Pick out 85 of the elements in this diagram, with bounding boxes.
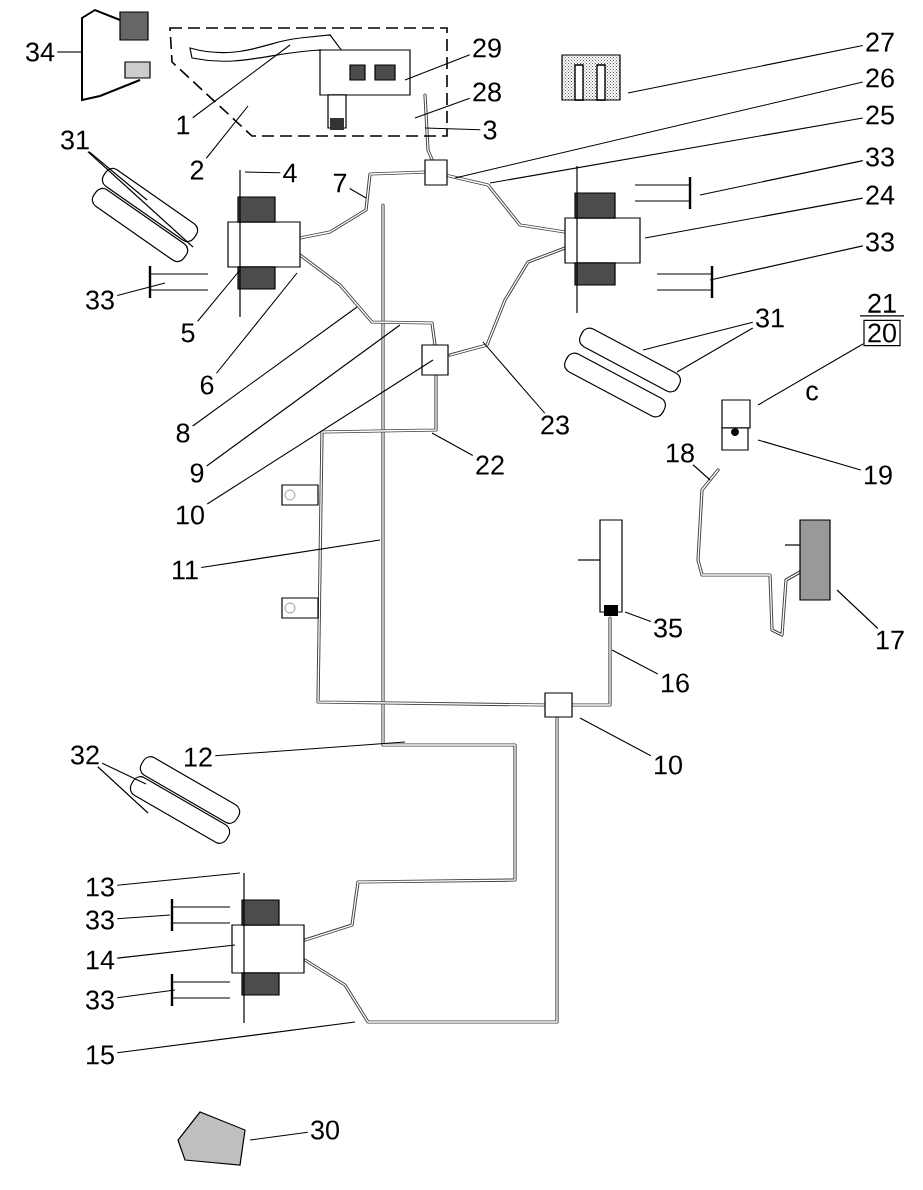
callout-number: 14 (87, 950, 115, 970)
callout-number: 33 (866, 147, 894, 167)
leader-line (836, 589, 879, 630)
callout-number: 16 (662, 673, 689, 693)
leader-line (709, 245, 864, 281)
callout-number: 27 (866, 32, 894, 52)
callout-number: 2 (190, 160, 204, 180)
part-number: 21 (868, 293, 896, 313)
callout-number: 18 (667, 443, 694, 463)
callout-number: 9 (190, 463, 204, 483)
callout-number: 7 (333, 173, 347, 193)
leader-line (489, 117, 864, 184)
callout-number: 1 (177, 115, 190, 135)
leader-line (642, 321, 754, 351)
callout-number: 31 (756, 308, 784, 328)
leader-line (97, 766, 149, 814)
leader-line (579, 717, 652, 757)
callout-number: 35 (654, 618, 682, 638)
callout-number: 11 (173, 560, 198, 580)
callout-number: 26 (866, 68, 894, 88)
leader-line (87, 151, 194, 248)
leader-line (116, 282, 166, 297)
leader-line (56, 51, 83, 53)
callout-number: 17 (877, 630, 904, 650)
callout-number: 25 (866, 105, 894, 125)
leader-line (101, 762, 147, 785)
callout-number: 13 (87, 877, 114, 897)
callout-number: 33 (86, 290, 114, 310)
leader-line (192, 44, 291, 119)
callout-number: 3 (483, 120, 497, 140)
callout-number: 29 (473, 38, 501, 58)
leader-line (699, 160, 864, 196)
leader-line (424, 127, 481, 131)
leader-line (197, 269, 241, 322)
leader-line (88, 151, 148, 201)
leader-line (454, 81, 864, 179)
leader-line (206, 359, 434, 505)
callout-number: 32 (71, 745, 99, 765)
callout-number: 28 (473, 82, 501, 102)
leader-line (431, 432, 474, 457)
leader-line (349, 188, 367, 199)
leader-line (404, 54, 471, 81)
leader-line (244, 171, 281, 174)
leader-line (757, 439, 862, 471)
port-letter: c (806, 385, 819, 401)
leader-line (200, 539, 381, 569)
callout-number: 31 (61, 130, 89, 150)
callout-number: 6 (200, 375, 214, 395)
leader-line (611, 649, 659, 675)
leader-line (206, 324, 401, 467)
leader-line (644, 197, 864, 239)
leader-line (116, 914, 171, 920)
leader-line (116, 1021, 356, 1054)
callout-number: 5 (181, 323, 195, 343)
leader-line (215, 272, 298, 374)
callout-number: 33 (86, 990, 114, 1010)
callout-number: 34 (26, 42, 55, 62)
leader-line (757, 343, 864, 406)
leader-line (676, 327, 754, 373)
leader-line (205, 105, 249, 159)
leader-line (627, 44, 864, 94)
callout-number: 10 (177, 505, 204, 525)
leader-line (482, 341, 546, 414)
leader-line (692, 464, 711, 481)
callout-number: 30 (311, 1120, 339, 1140)
callout-number: 4 (283, 163, 297, 183)
callout-number: 19 (865, 465, 892, 485)
leader-line (116, 989, 176, 999)
callout-number: 33 (86, 910, 114, 930)
callout-number: 12 (185, 747, 212, 767)
callout-number: 10 (655, 755, 682, 775)
leader-line (116, 872, 241, 886)
boxed-callout-number: 20 (863, 319, 901, 347)
leader-line (116, 944, 236, 959)
leader-line (624, 611, 652, 623)
callout-number: 24 (866, 185, 895, 205)
callout-number: 22 (476, 455, 504, 475)
leader-line (414, 97, 471, 119)
callout-number: 15 (87, 1045, 114, 1065)
callout-number: 8 (176, 423, 190, 443)
leader-line (214, 741, 406, 757)
callout-number: 23 (541, 415, 569, 435)
callout-number: 33 (866, 232, 894, 252)
leader-line (192, 306, 358, 427)
leader-line (249, 1131, 309, 1141)
